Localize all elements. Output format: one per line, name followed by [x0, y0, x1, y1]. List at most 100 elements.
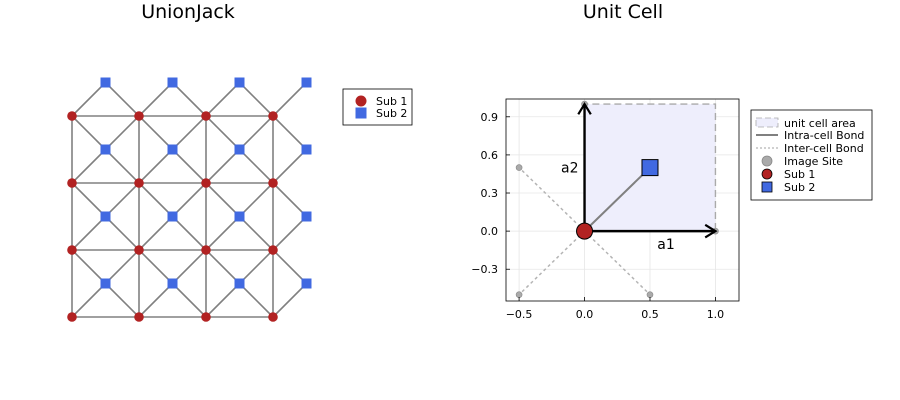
x-tick-label: −0.5 [506, 308, 533, 321]
site-sub2 [234, 77, 245, 88]
bond-line [104, 148, 140, 184]
vector-a2-arrowhead [577, 101, 592, 115]
vector-a1-label: a1 [657, 237, 675, 253]
site-sub2 [234, 144, 245, 155]
legend-label-sub1: Sub 1 [376, 95, 407, 108]
legend-marker-sub1 [761, 168, 773, 180]
legend-label-unit-cell: unit cell area [784, 117, 856, 130]
legend-marker-sub2 [761, 181, 773, 193]
site-sub2 [301, 144, 312, 155]
bond-line [71, 249, 107, 285]
legend-box [342, 88, 413, 126]
bond-line [272, 148, 308, 184]
legend-label-inter-bond: Inter-cell Bond [784, 142, 864, 155]
site-sub1 [134, 245, 144, 255]
unit-cell-title: Unit Cell [583, 1, 663, 23]
x-tick-label: 0.0 [576, 308, 594, 321]
site-sub2 [167, 211, 178, 222]
bond-line [104, 282, 140, 318]
site-sub2 [167, 278, 178, 289]
legend-marker-image-site [761, 155, 773, 167]
bond-line [205, 282, 241, 318]
y-tick-label: 0.0 [481, 225, 499, 238]
bond-line [71, 182, 107, 218]
unit-cell-legend: unit cell area Intra-cell Bond Inter-cel… [750, 109, 873, 201]
site-sub1 [201, 178, 211, 188]
legend-label-intra-bond: Intra-cell Bond [784, 129, 864, 142]
legend-label-sub2: Sub 2 [376, 107, 407, 120]
bond-line [272, 215, 308, 251]
site-sub1 [134, 178, 144, 188]
legend-swatch-unit-cell [755, 117, 779, 128]
bond-line [171, 148, 207, 184]
image-site [515, 291, 523, 298]
unionjack-legend: Sub 1 Sub 2 [342, 88, 413, 126]
bond-line [238, 249, 274, 285]
bond-line [71, 115, 107, 151]
bond-line [205, 215, 241, 251]
legend-label-sub1: Sub 1 [784, 168, 815, 181]
site-sub1 [268, 245, 278, 255]
bond-line [238, 148, 274, 184]
plot-frame [505, 98, 740, 302]
site-sub1 [268, 111, 278, 121]
bond-line [238, 81, 274, 117]
bond-line [71, 148, 107, 184]
x-tick-label: 0.5 [641, 308, 659, 321]
y-tick-label: 0.6 [481, 149, 499, 162]
bond-line [138, 115, 174, 151]
site-sub2 [641, 159, 659, 177]
bond-line [71, 215, 107, 251]
bond-line [104, 215, 140, 251]
site-sub2 [167, 77, 178, 88]
inter-cell-bond [518, 167, 586, 232]
bond-line [138, 182, 174, 218]
bond-line [71, 81, 107, 117]
legend-marker-sub1 [355, 95, 367, 107]
site-sub2 [234, 278, 245, 289]
site-sub1 [67, 178, 77, 188]
bond-line [171, 81, 207, 117]
bond-line [171, 282, 207, 318]
bond-line [238, 182, 274, 218]
site-sub2 [301, 211, 312, 222]
site-sub1 [576, 222, 594, 240]
bond-line [138, 148, 174, 184]
inter-cell-bond [518, 230, 586, 296]
site-sub1 [134, 312, 144, 322]
bond-line [272, 81, 308, 117]
site-sub2 [100, 211, 111, 222]
bond-line [138, 249, 174, 285]
bond-line [272, 182, 308, 218]
unionjack-sites [67, 77, 312, 322]
site-sub1 [134, 111, 144, 121]
site-sub2 [100, 278, 111, 289]
vector-a2-label: a2 [561, 161, 579, 177]
bond-line [104, 182, 140, 218]
bond-line [171, 115, 207, 151]
bond-line [238, 215, 274, 251]
image-site [646, 291, 654, 298]
bond-line [238, 282, 274, 318]
site-sub2 [100, 77, 111, 88]
bond-line [205, 148, 241, 184]
bond-line [205, 81, 241, 117]
bond-line [138, 215, 174, 251]
bond-line [205, 115, 241, 151]
bond-line [171, 182, 207, 218]
y-tick-label: 0.3 [481, 187, 499, 200]
bond-line [104, 115, 140, 151]
intra-cell-bond [583, 166, 651, 232]
bond-line [171, 215, 207, 251]
vector-a1-arrowhead [704, 223, 718, 239]
bond-line [138, 81, 174, 117]
legend-marker-sub2 [355, 107, 367, 119]
site-sub1 [201, 245, 211, 255]
unionjack-title: UnionJack [141, 1, 235, 23]
site-sub2 [301, 278, 312, 289]
bond-line [205, 249, 241, 285]
legend-label-image-site: Image Site [784, 155, 843, 168]
